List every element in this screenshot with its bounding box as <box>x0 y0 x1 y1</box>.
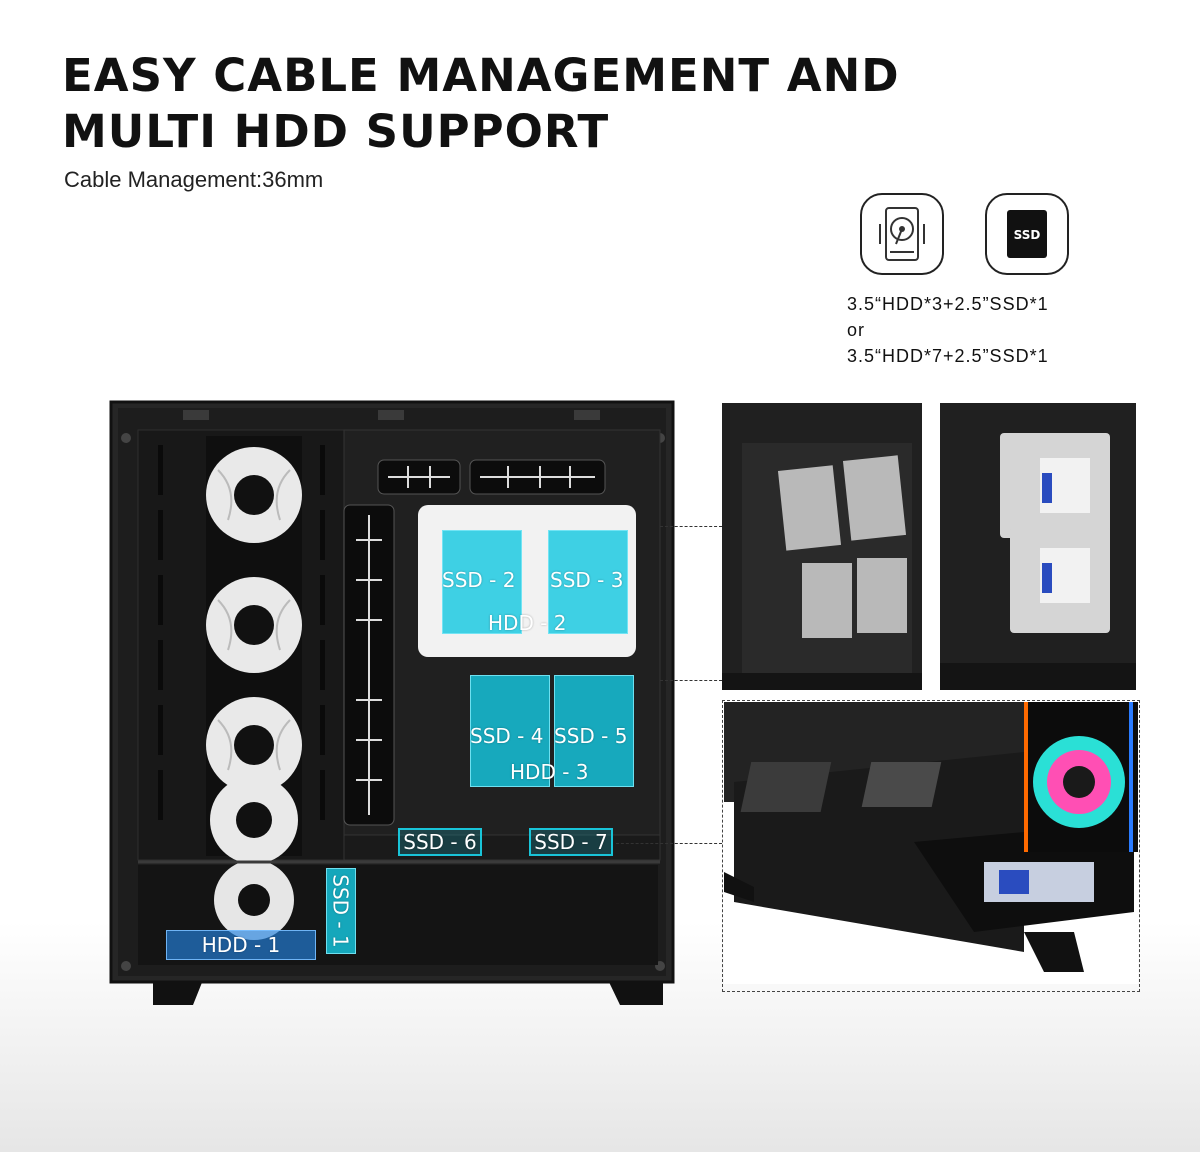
psu-chamber-frame <box>722 700 1140 992</box>
ssd-4-label: SSD - 4 <box>470 724 544 748</box>
storage-support-spec: 3.5“HDD*3+2.5”SSD*1 or 3.5“HDD*7+2.5”SSD… <box>847 291 1049 369</box>
ssd-icon: SSD <box>985 193 1069 275</box>
hdd-bracket-photo <box>940 403 1136 690</box>
title-line-1: EASY CABLE MANAGEMENT AND <box>62 49 900 102</box>
ssd-bracket-photo <box>722 403 922 690</box>
ssd-4-mount <box>470 675 550 787</box>
cable-management-spec: Cable Management:36mm <box>64 167 324 192</box>
ssd-1-mount: SSD - 1 <box>326 868 356 954</box>
support-line-1: 3.5“HDD*3+2.5”SSD*1 <box>847 294 1049 314</box>
ssd-6-mount: SSD - 6 <box>398 828 482 856</box>
ssd-3-mount <box>548 530 628 634</box>
ssd-5-label: SSD - 5 <box>554 724 628 748</box>
hdd-2-label: HDD - 2 <box>488 611 567 635</box>
callout-line-upper <box>660 526 722 527</box>
hdd-icon <box>860 193 944 275</box>
psu-chamber-photo <box>724 702 1138 984</box>
title-line-2: MULTI HDD SUPPORT <box>62 105 610 158</box>
ssd-3-label: SSD - 3 <box>550 568 624 592</box>
ssd-icon-label: SSD <box>1014 228 1041 242</box>
case-illustration: SSD - 2 SSD - 3 HDD - 2 SSD - 4 SSD - 5 … <box>108 400 678 1015</box>
ssd-5-mount <box>554 675 634 787</box>
hdd-3-label: HDD - 3 <box>510 760 589 784</box>
support-line-2: or <box>847 320 866 340</box>
hdd-1-mount: HDD - 1 <box>166 930 316 960</box>
page-title: EASY CABLE MANAGEMENT AND MULTI HDD SUPP… <box>62 48 900 160</box>
ssd-7-mount: SSD - 7 <box>529 828 613 856</box>
ssd-2-label: SSD - 2 <box>442 568 516 592</box>
ssd-2-mount <box>442 530 522 634</box>
ssd-1-label: SSD - 1 <box>329 874 354 948</box>
support-line-3: 3.5“HDD*7+2.5”SSD*1 <box>847 346 1049 366</box>
callout-line-lower <box>616 843 722 844</box>
callout-line-middle <box>660 680 722 681</box>
